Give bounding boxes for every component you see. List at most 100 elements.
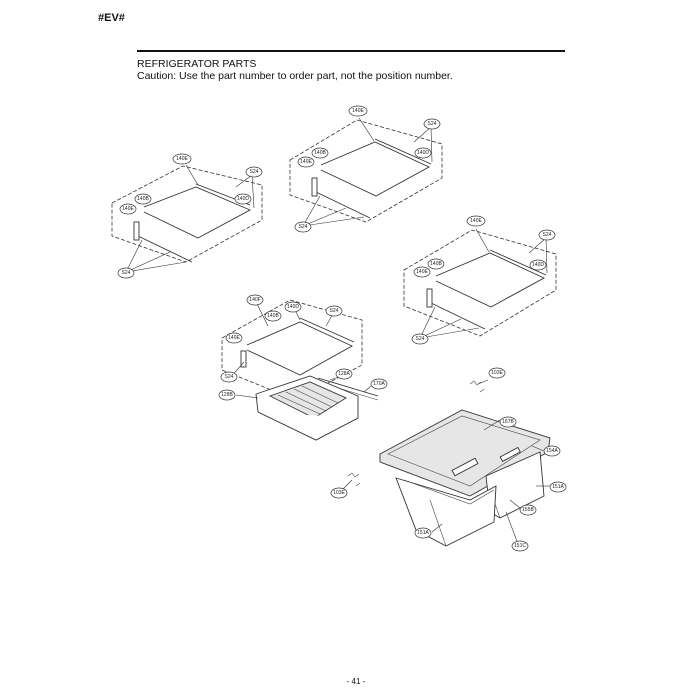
callout-bracket-left: 140E: [297, 156, 315, 168]
callout-bracket-left: 140E: [225, 332, 243, 344]
leader: [302, 216, 365, 227]
svg-text:140D: 140D: [237, 196, 249, 202]
callout-cover: 167B: [499, 416, 517, 428]
svg-text:170A: 170A: [373, 381, 385, 387]
side-bracket: [426, 288, 433, 308]
svg-text:155B: 155B: [522, 507, 534, 513]
callout-drawer: 128B: [218, 389, 236, 401]
leader: [475, 228, 490, 253]
svg-text:140B: 140B: [314, 150, 326, 156]
svg-text:S24: S24: [122, 270, 131, 276]
rail-top: [489, 249, 547, 276]
leader: [505, 511, 519, 545]
callout-screw-top: S24: [423, 118, 441, 130]
callout-screw-right: S24: [325, 305, 343, 317]
svg-text:140D: 140D: [417, 150, 429, 156]
svg-text:S24: S24: [250, 169, 259, 175]
vegetable-drawer-assembly: 103E 167B 154A 151A 103E 155B 151A 151C: [330, 367, 567, 552]
assembly-outline: [403, 229, 557, 337]
shelf-assembly-top-center: 140E S24 140D 140B 140E S24: [289, 105, 443, 233]
callout-screw-left: S24: [220, 371, 238, 383]
drawer-cover-top: [387, 415, 541, 487]
callout-frame: 140E: [466, 215, 486, 227]
callout-bracket-right: 140D: [234, 193, 252, 205]
assembly-outline: [111, 165, 263, 263]
svg-text:140E: 140E: [228, 335, 240, 341]
leader: [483, 419, 501, 431]
svg-text:140D: 140D: [287, 304, 299, 310]
leader: [419, 306, 436, 339]
page-code: #EV#: [98, 12, 125, 24]
drawer-rib: [277, 394, 321, 415]
humidity-control: [499, 446, 521, 462]
leader: [358, 117, 375, 142]
leader: [251, 174, 255, 209]
svg-text:140E: 140E: [122, 206, 134, 212]
leader: [125, 261, 187, 273]
leader: [255, 301, 269, 327]
svg-text:140E: 140E: [300, 159, 312, 165]
callout-bracket-right: 140D: [529, 259, 547, 271]
svg-text:S24: S24: [330, 308, 339, 314]
rail-top: [374, 138, 432, 165]
drawer-floor: [268, 381, 347, 419]
svg-text:140E: 140E: [470, 218, 482, 224]
leader: [419, 318, 462, 339]
shelf-assembly-top-left: 140E S24 140D 140B 140E S24: [111, 153, 263, 279]
callout-screw-bottom: S24: [411, 333, 429, 345]
svg-text:S24: S24: [543, 232, 552, 238]
callout-drawer-left: 151A: [414, 527, 432, 539]
svg-text:S24: S24: [428, 121, 437, 127]
leader: [235, 174, 253, 188]
svg-text:S24: S24: [416, 336, 425, 342]
leader: [477, 379, 489, 385]
svg-text:128B: 128B: [221, 392, 233, 398]
leader: [235, 394, 259, 399]
svg-text:140F: 140F: [249, 297, 260, 303]
slide-rail: [317, 377, 379, 397]
callout-bracket-left: 140E: [119, 203, 137, 215]
drawer-rib: [293, 388, 333, 408]
svg-text:128A: 128A: [338, 371, 350, 377]
clip-bottom: [347, 472, 361, 487]
rail-bottom: [430, 302, 486, 330]
crisper-assembly: 140F 140D 140B S24 140E S24 128A 170A: [218, 294, 388, 441]
callout-screw-top: S24: [538, 229, 556, 241]
rail-bottom: [315, 191, 371, 219]
callout-bracket-top: 140D: [284, 301, 302, 313]
leader: [125, 251, 171, 273]
leader: [528, 237, 547, 254]
title-rule: [137, 50, 565, 52]
page-number: - 41 -: [346, 677, 366, 686]
svg-text:103E: 103E: [491, 370, 503, 376]
svg-text:140B: 140B: [430, 261, 442, 267]
svg-text:140E: 140E: [352, 108, 364, 114]
svg-text:151A: 151A: [552, 484, 564, 490]
svg-text:103E: 103E: [333, 490, 345, 496]
callout-clip-bottom: 103E: [330, 487, 348, 499]
callout-bracket-left-top: 140B: [134, 193, 152, 205]
leader: [430, 126, 433, 163]
callout-bracket-right: 140D: [414, 147, 432, 159]
leader: [431, 523, 443, 533]
caution-note: Caution: Use the part number to order pa…: [137, 70, 453, 82]
side-bracket: [311, 177, 318, 197]
side-bracket: [133, 221, 140, 241]
svg-text:140B: 140B: [137, 196, 149, 202]
leader: [302, 195, 321, 227]
svg-text:140D: 140D: [532, 262, 544, 268]
leader: [419, 327, 480, 339]
rail-bottom: [137, 235, 193, 263]
svg-text:151C: 151C: [514, 543, 526, 549]
drawer-rib: [301, 385, 339, 404]
callout-bracket-left: 140E: [413, 266, 431, 278]
drawer-left-front: [429, 499, 495, 547]
svg-text:167B: 167B: [502, 419, 514, 425]
drawer-front: [257, 411, 359, 441]
leader: [185, 164, 199, 186]
callout-frame: 140E: [172, 153, 192, 165]
svg-text:140E: 140E: [416, 269, 428, 275]
leader: [531, 445, 545, 452]
shelf-frame: [435, 252, 545, 308]
leader: [509, 499, 521, 509]
